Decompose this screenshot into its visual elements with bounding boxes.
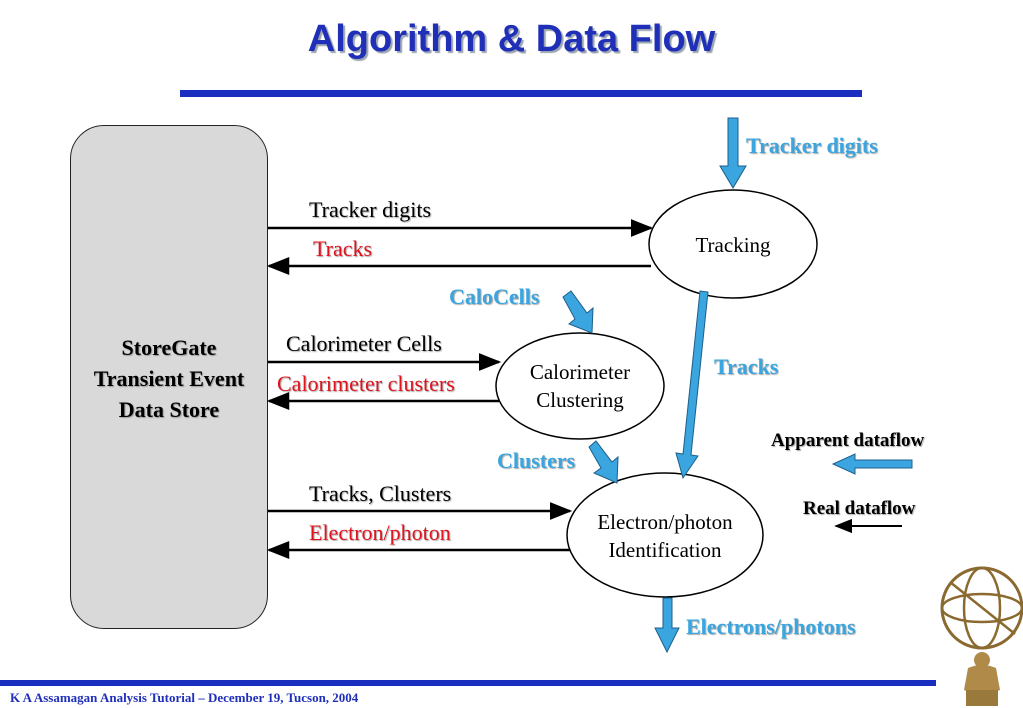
apparent-arrow-tracks [675,290,709,480]
label-tracker-digits: Tracker digits [309,197,432,222]
calorimeter-clustering-node [495,332,665,440]
tracking-label: Tracking [649,231,817,259]
storegate-line-3: Data Store [118,397,220,422]
footer-text: K A Assamagan Analysis Tutorial – Decemb… [10,690,359,705]
legend-apparent-arrow [831,453,913,475]
egamma-identification-node [566,472,764,598]
legend-apparent-label: Apparent dataflow [771,430,925,451]
storegate-box [70,125,268,629]
egamma-label-line-1: Electron/photon [597,510,733,534]
label-electron-photon: Electron/photon [309,520,451,545]
label-tracks-out: Tracks [313,236,373,261]
storegate-line-2: Transient Event [93,366,245,391]
label-calorimeter-clusters: Calorimeter clusters [277,371,455,396]
title-rule [180,90,862,97]
label-apparent-tracker-digits: Tracker digits [746,133,878,158]
label-apparent-electrons-photons: Electrons/photons [686,614,856,639]
label-apparent-tracks: Tracks [714,354,779,379]
storegate-line-1: StoreGate [121,335,217,360]
tracking-label-line: Tracking [695,233,771,257]
label-tracks-in: Tracks [309,481,369,506]
apparent-arrow-clusters [588,440,619,484]
label-apparent-calocells: CaloCells [449,284,540,309]
calo-label-line-2: Clustering [536,388,624,412]
apparent-arrow-tracker-digits [719,117,747,189]
calo-label-line-1: Calorimeter [529,360,631,384]
label-comma: , [368,481,374,506]
calorimeter-clustering-label: Calorimeter Clustering [496,358,664,414]
slide-title: Algorithm & Data Flow [307,18,716,60]
apparent-arrow-electrons-photons [654,597,680,654]
label-apparent-clusters: Clusters [497,448,576,473]
label-clusters-in: Clusters [379,481,452,506]
atlas-logo [940,566,1023,706]
legend-real-label: Real dataflow [803,498,916,519]
egamma-label: Electron/photon Identification [567,508,763,564]
apparent-arrow-calocells [562,290,594,334]
footer-rule [0,680,936,686]
egamma-label-line-2: Identification [608,538,722,562]
label-calorimeter-cells: Calorimeter Cells [286,331,442,356]
label-tracks-clusters: Tracks, Clusters [309,481,451,507]
storegate-label: StoreGate Transient Event Data Store [70,332,268,425]
tracking-node [648,189,818,299]
